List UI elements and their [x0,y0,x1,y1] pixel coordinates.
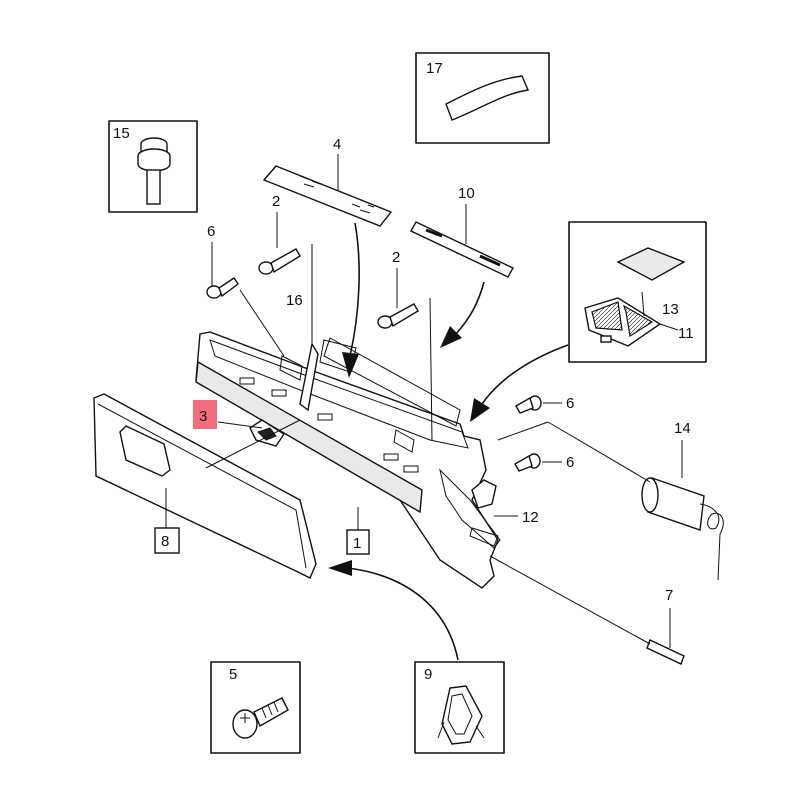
inset-box-17 [415,52,550,144]
screw-6-right-upper [515,395,542,414]
label-10: 10 [458,185,475,202]
part-1-glovebox [195,331,501,589]
part-14-cylinder [641,477,724,581]
screw-2-left [258,248,301,275]
label-5: 5 [229,666,237,683]
label-14: 14 [674,420,691,437]
inset-box-5 [210,661,301,754]
label-13: 13 [662,301,679,318]
part-10-strip [410,221,514,278]
label-box-8 [154,527,180,554]
label-4: 4 [333,136,341,153]
part-8-lid [93,393,317,579]
arrow-9-to-lid [328,560,459,661]
label-6-lower-right: 6 [566,454,574,471]
label-17: 17 [426,60,443,77]
label-6-top: 6 [207,223,215,240]
label-2-right: 2 [392,249,400,266]
label-15: 15 [113,125,130,142]
label-3: 3 [199,408,207,425]
screw-2-right [377,303,419,329]
inset-box-9 [414,661,505,754]
part-4-strip [262,165,393,227]
arrow-11-into-box [470,344,569,422]
screw-6-top [206,277,239,299]
part-7-pin [646,639,685,665]
arrow-4-into-box [342,222,360,378]
label-6-upper-right: 6 [566,395,574,412]
screw-6-right-lower [514,453,541,472]
label-12: 12 [522,509,539,526]
inset-box-11-13 [568,221,707,363]
label-1: 1 [353,535,361,552]
label-3-highlight [193,400,217,429]
label-11: 11 [678,325,694,342]
inset-box-15 [108,120,198,213]
label-9: 9 [424,666,432,683]
arrow-10-into-box [440,281,485,348]
label-7: 7 [665,587,673,604]
label-16: 16 [286,292,303,309]
label-8: 8 [161,533,169,550]
label-2-left: 2 [272,193,280,210]
label-box-1 [346,529,370,555]
